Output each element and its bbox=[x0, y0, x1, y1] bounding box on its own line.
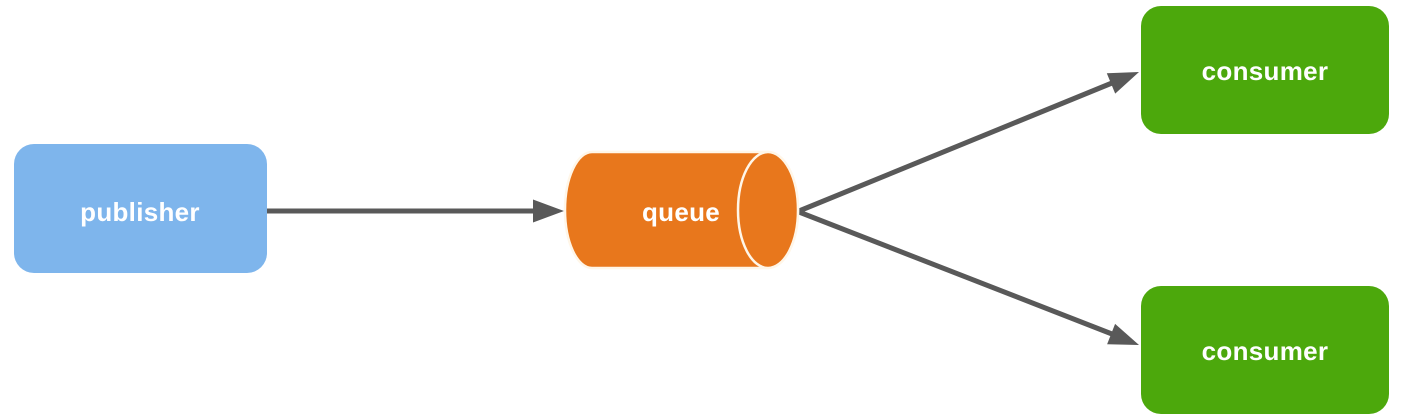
consumer-node-top: consumer bbox=[1141, 6, 1389, 134]
queue-node: queue bbox=[563, 150, 800, 270]
publisher-node: publisher bbox=[14, 144, 267, 273]
consumer-node-top-shape bbox=[1141, 6, 1389, 134]
consumer-node-top-label: consumer bbox=[1202, 56, 1329, 86]
consumer-node-bottom: consumer bbox=[1141, 286, 1389, 414]
edge-queue-consumer-bottom-line bbox=[798, 209, 1113, 337]
edge-queue-consumer-top-line bbox=[798, 80, 1113, 214]
queue-node-label: queue bbox=[642, 197, 720, 227]
publisher-node-shape bbox=[14, 144, 267, 273]
edge-queue-consumer-top bbox=[798, 72, 1139, 214]
publisher-node-label: publisher bbox=[80, 197, 200, 227]
edge-queue-consumer-top-arrowhead-icon bbox=[1106, 72, 1139, 94]
edge-publisher-queue bbox=[267, 199, 564, 223]
edge-queue-consumer-bottom-arrowhead-icon bbox=[1107, 323, 1139, 345]
edge-queue-consumer-bottom bbox=[798, 209, 1139, 345]
queue-node-rim-shape bbox=[736, 150, 800, 270]
consumer-node-bottom-label: consumer bbox=[1202, 336, 1329, 366]
consumer-node-bottom-shape bbox=[1141, 286, 1389, 414]
edge-publisher-queue-arrowhead-icon bbox=[533, 199, 564, 223]
